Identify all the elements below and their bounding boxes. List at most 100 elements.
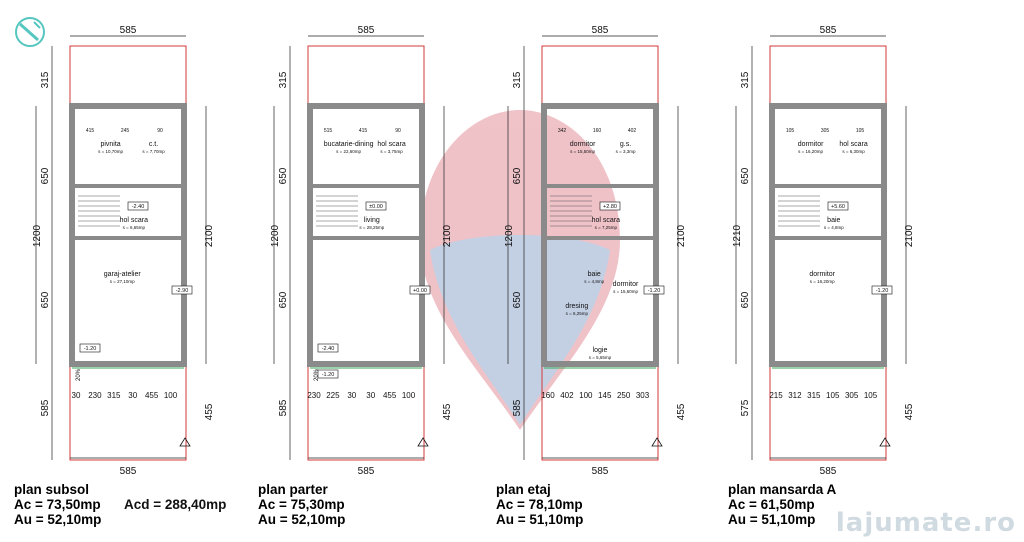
dim-left: 1200 [32, 224, 43, 247]
room-name: living [364, 217, 380, 224]
dim-bottom: 585 [358, 466, 375, 477]
room-area: s = 3,3mp [616, 149, 636, 154]
room-name: dormitor [798, 141, 824, 148]
caption-mansarda: plan mansarda A Ac = 61,50mp Au = 51,10m… [728, 482, 836, 527]
room-area: s = 7,25mp [595, 225, 618, 230]
room-name: dormitor [809, 271, 835, 278]
inner-dim: 30 [72, 391, 81, 400]
level-box [643, 285, 665, 295]
level-box [317, 369, 339, 379]
ramp-slope: 20% [314, 368, 320, 381]
dim-right: 455 [442, 403, 453, 420]
dim-left: 650 [40, 291, 51, 308]
dim-right: 2100 [904, 224, 915, 247]
inner-dim: 30 [128, 391, 137, 400]
level-mark: -2.40 [322, 346, 335, 352]
room-label: c.t.s = 7,70mp [142, 141, 165, 154]
level-box [409, 285, 431, 295]
ramp-slope: 20% [76, 368, 82, 381]
level-box [599, 201, 621, 211]
dim-top: 585 [358, 25, 375, 36]
dim-top: 585 [120, 25, 137, 36]
inner-dim: 312 [788, 391, 802, 400]
caption-subsol: plan subsol Ac = 73,50mp Au = 52,10mp [14, 482, 101, 527]
room-area: s = 10,70mp [98, 149, 123, 154]
room-area: s = 5,65mp [589, 355, 612, 360]
room-name: pivnita [100, 141, 120, 148]
inner-dim: 303 [636, 391, 650, 400]
total-area: Acd = 288,40mp [124, 497, 227, 512]
caption-etaj: plan etaj Ac = 78,10mp Au = 51,10mp [496, 482, 583, 527]
dim-left: 315 [40, 71, 51, 88]
site-watermark: lajumate.ro [835, 508, 1016, 538]
inner-dim: 30 [347, 391, 356, 400]
dim-left: 315 [278, 71, 289, 88]
room-area: s = 6,65mp [123, 225, 146, 230]
plan-au: Au = 52,10mp [14, 512, 102, 527]
room-name: g.s. [620, 141, 631, 148]
room-name: logie [593, 347, 608, 354]
room-area: s = 22,60mp [336, 149, 361, 154]
room-name: baie [588, 271, 601, 278]
dim-left: 650 [278, 167, 289, 184]
room-area: s = 15,60mp [613, 289, 638, 294]
dim-right: 455 [904, 403, 915, 420]
level-mark: -1.20 [648, 288, 661, 294]
room-name: hol scara [377, 141, 406, 148]
room-area: s = 4,8mp [584, 279, 604, 284]
plan-au: Au = 52,10mp [258, 512, 346, 527]
room-area: s = 15,50mp [570, 149, 595, 154]
dim-top: 585 [592, 25, 609, 36]
level-box [317, 343, 339, 353]
dim-left: 650 [278, 291, 289, 308]
inner-dim: 100 [579, 391, 593, 400]
dim-right: 2100 [204, 224, 215, 247]
room-name: dormitor [613, 281, 639, 288]
building-walls [307, 103, 425, 367]
inner-dim: 230 [307, 391, 321, 400]
inner-dim: 215 [769, 391, 783, 400]
level-mark: -1.20 [322, 372, 335, 378]
north-arrow-icon [179, 437, 191, 447]
dim-right: 2100 [442, 224, 453, 247]
level-mark: -2.40 [132, 204, 145, 210]
level-mark: -2.90 [176, 288, 189, 294]
room-name: baie [827, 217, 840, 224]
inner-dim: 305 [821, 128, 830, 134]
level-mark: +0.00 [413, 288, 427, 294]
caption-parter: plan parter Ac = 75,30mp Au = 52,10mp [258, 482, 345, 527]
dim-bottom: 585 [820, 466, 837, 477]
inner-dim: 250 [617, 391, 631, 400]
room-label: g.s.s = 3,3mp [616, 141, 636, 154]
plan-title: plan etaj [496, 482, 551, 497]
room-name: dresing [565, 303, 588, 310]
inner-dim: 245 [121, 128, 130, 134]
inner-dim: 402 [628, 128, 637, 134]
room-area: s = 6,30mp [842, 149, 865, 154]
inner-dim: 90 [395, 128, 401, 134]
level-box [171, 285, 193, 295]
plan-title: plan mansarda A [728, 482, 837, 497]
level-box [827, 201, 849, 211]
dim-left: 650 [40, 167, 51, 184]
plan-1: 58558531565012006505852100455bucatarie-d… [270, 25, 453, 477]
inner-dim: 100 [164, 391, 178, 400]
inner-dim: 105 [856, 128, 865, 134]
plan-title: plan parter [258, 482, 328, 497]
inner-dim: 90 [157, 128, 163, 134]
room-name: hol scara [592, 217, 621, 224]
dim-right: 2100 [676, 224, 687, 247]
